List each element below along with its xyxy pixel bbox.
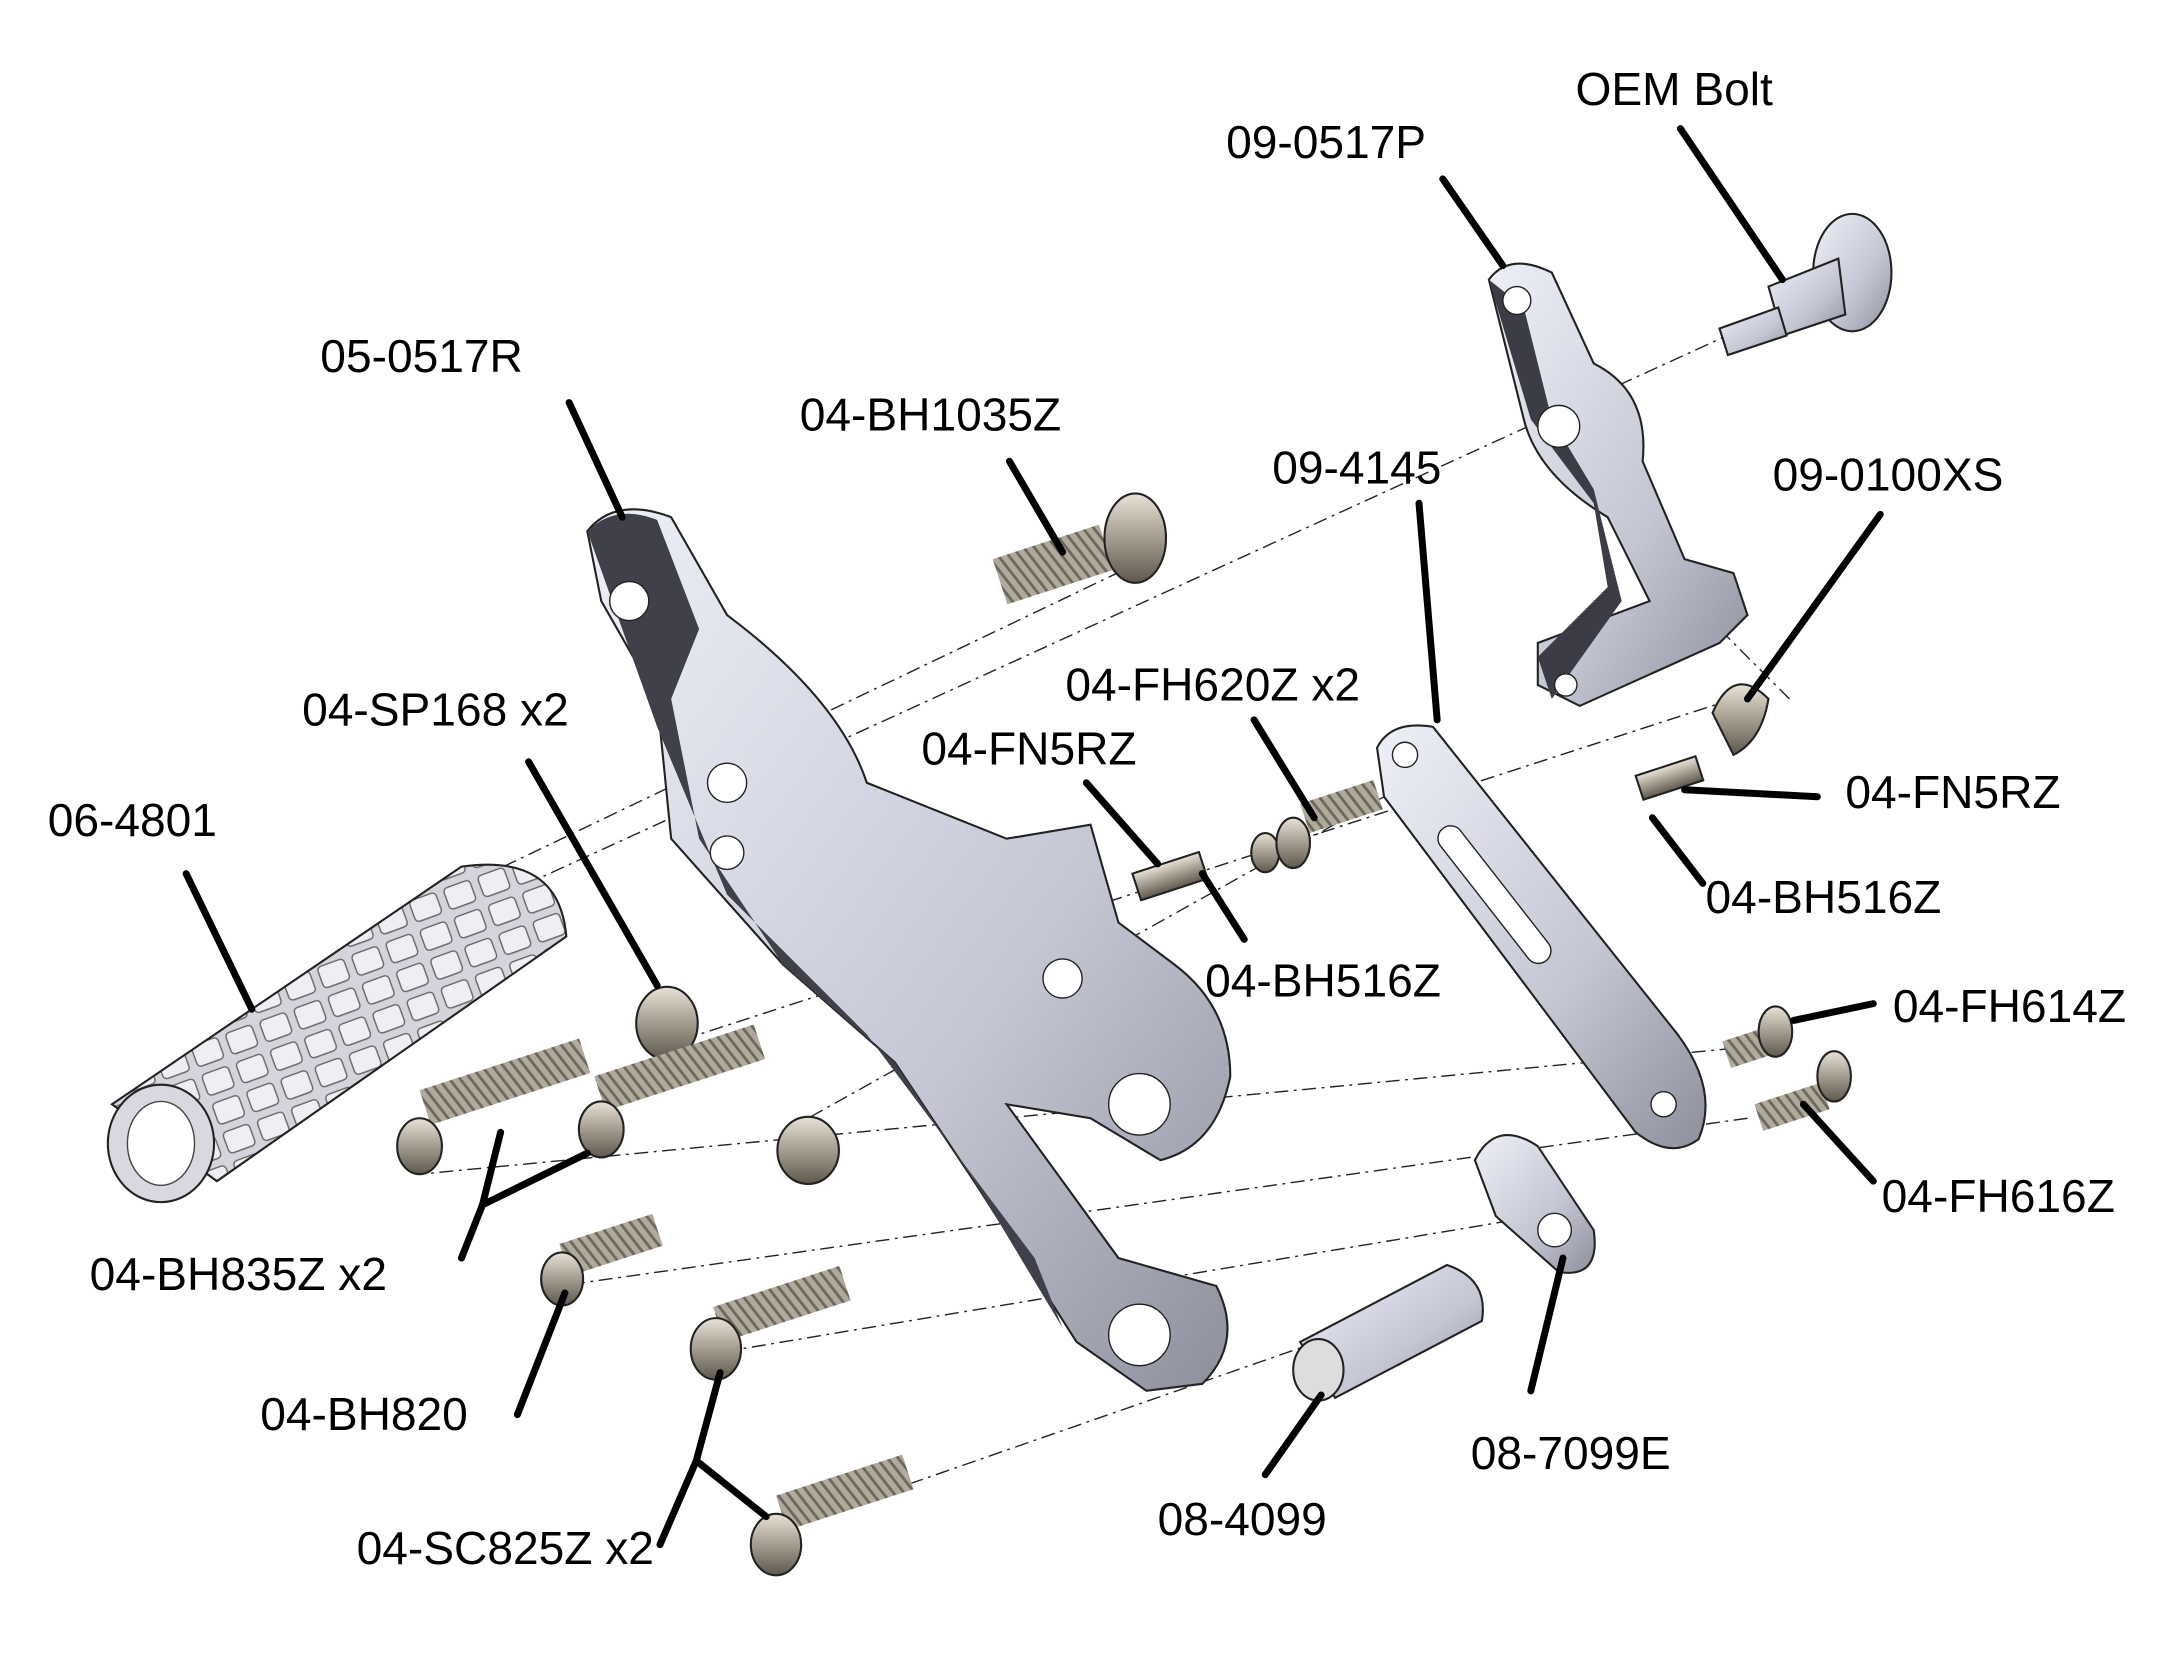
heel-guard-09-0517P [1487,262,1749,708]
label-04-BH1035Z: 04-BH1035Z [800,389,1061,441]
hardware [396,492,1852,1577]
label-09-4145: 09-4145 [1272,442,1441,494]
label-05-0517R: 05-0517R [320,330,523,382]
label-04-BH820: 04-BH820 [260,1388,468,1440]
label-08-4099: 08-4099 [1158,1493,1327,1545]
footpeg-06-4801 [106,863,568,1204]
main-bracket-05-0517R [586,508,1232,1392]
label-04-FH620Z: 04-FH620Z x2 [1065,658,1360,710]
label-04-FN5RZ-right: 04-FN5RZ [1845,766,2060,818]
part-labels: OEM Bolt 09-0517P 05-0517R 04-BH1035Z 09… [48,63,2126,1574]
label-08-7099E: 08-7099E [1471,1427,1671,1479]
label-04-SC825Z: 04-SC825Z x2 [357,1522,654,1574]
label-04-FH614Z: 04-FH614Z [1893,980,2126,1032]
label-04-SP168: 04-SP168 x2 [302,683,569,735]
label-09-0100XS: 09-0100XS [1773,449,2004,501]
label-04-FH616Z: 04-FH616Z [1882,1170,2115,1222]
label-04-BH516Z-right: 04-BH516Z [1706,871,1942,923]
label-oem-bolt: OEM Bolt [1576,63,1773,115]
label-04-BH835Z: 04-BH835Z x2 [90,1248,387,1300]
oem-bolt-part [1718,212,1893,357]
leader-lines [182,125,1884,1549]
label-06-4801: 06-4801 [48,794,217,846]
label-04-BH516Z-mid: 04-BH516Z [1205,955,1441,1007]
label-09-0517P: 09-0517P [1226,116,1426,168]
label-04-FN5RZ-left: 04-FN5RZ [921,723,1136,775]
shift-lever-09-4145 [1375,724,1707,1150]
